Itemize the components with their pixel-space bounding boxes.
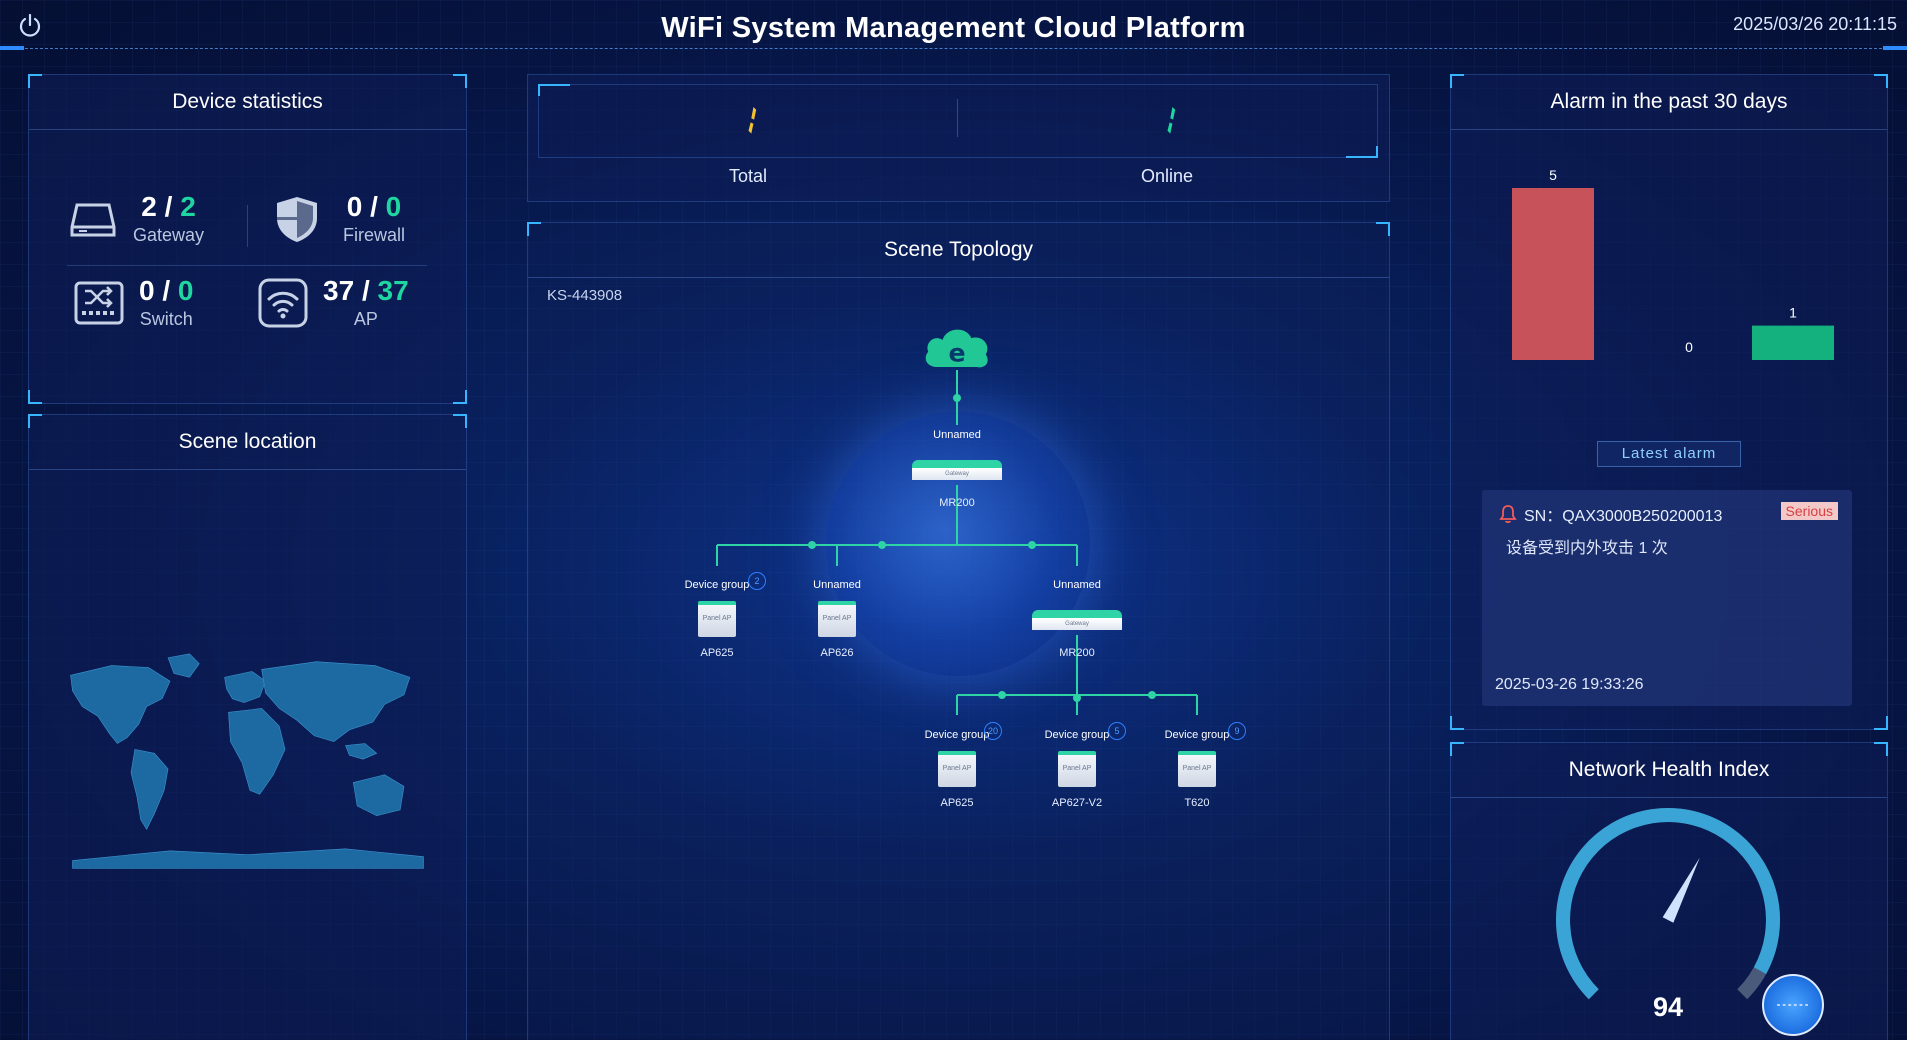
datetime: 2025/03/26 20:11:15 [1733,14,1897,34]
firewall-shield-icon [277,196,317,242]
gateway-main-model: MR200 [939,497,975,509]
node-l1-2-name: Unnamed [1053,579,1101,591]
header-accent-left [0,46,24,50]
node-l1-1-name: Unnamed [813,579,861,591]
latest-alarm-button[interactable]: Latest alarm [1597,441,1741,467]
gateway-icon [70,203,116,236]
node-l2-2-name: Device group [1164,729,1230,741]
alarm-bar-label-1: 0 [1685,339,1693,355]
alarm-bar-chart: 5 0 1 [1512,167,1834,360]
alarm-time: 2025-03-26 19:33:26 [1495,676,1644,693]
node-l2-1-model: AP627-V2 [1051,797,1103,809]
node-l2-2-model: T620 [1184,797,1210,809]
node-l1-0-model: AP625 [700,647,734,659]
gauge-fill [1556,808,1780,1000]
wifi-icon [258,278,308,327]
alarm-sn: SN：QAX3000B250200013 [1524,508,1723,525]
gauge-needle [1662,857,1700,923]
device-statistics-title: Device statistics [29,75,466,130]
node-l2-2-device[interactable]: Panel AP [1178,751,1216,787]
header-divider [0,48,1907,49]
alarm-bar-0[interactable] [1512,188,1594,360]
total-label: Total [728,166,768,186]
assistant-button[interactable] [1762,974,1824,1036]
cloud-icon[interactable]: e [921,322,993,376]
alarm-bar-label-2: 1 [1789,305,1797,321]
node-l2-0-device[interactable]: Panel AP [938,751,976,787]
scene-id: KS-443908 [547,287,623,304]
header-accent-right [1883,46,1907,50]
assistant-icon [1777,1004,1809,1006]
health-value: 94 [1652,992,1684,1022]
stat-gateway[interactable]: 2 / 2 Gateway [67,191,204,246]
node-l1-2-device[interactable]: Gateway [1032,610,1122,630]
health-gauge [1556,808,1780,1000]
severity-badge: Serious [1780,502,1838,520]
scene-topology-title: Scene Topology [528,223,1389,278]
node-l2-0-model: AP625 [940,797,974,809]
scene-location-panel: Scene location [28,414,467,1040]
node-l1-1-model: AP626 [820,647,854,659]
node-l1-0-badge: 2 [748,572,766,590]
stat-ap[interactable]: 37 / 37 AP [257,275,409,330]
node-l1-0-device[interactable]: Panel AP [698,601,736,637]
stat-firewall[interactable]: 0 / 0 Firewall [271,191,405,246]
switch-icon [74,281,124,324]
node-l2-2-badge: 9 [1228,722,1246,740]
stat-switch[interactable]: 0 / 0 Switch [73,275,194,330]
alarm-title: Alarm in the past 30 days [1451,75,1887,130]
counters-panel [527,74,1390,202]
network-health-title: Network Health Index [1451,743,1887,798]
scene-location-title: Scene location [29,415,466,470]
node-l2-1-name: Device group [1044,729,1110,741]
counters-box [538,84,1378,158]
world-map-icon[interactable] [53,645,443,885]
gateway-main-name: Unnamed [933,429,981,441]
latest-alarm-card[interactable]: SN：QAX3000B250200013 Serious 设备受到内外攻击 1 … [1482,490,1852,706]
node-l1-1-device[interactable]: Panel AP [818,601,856,637]
gateway-main-device[interactable]: Gateway [912,460,1002,480]
page-title: WiFi System Management Cloud Platform [661,12,1246,44]
node-l2-1-badge: 5 [1108,722,1126,740]
online-counter-digit [1167,107,1176,134]
header: WiFi System Management Cloud Platform 20… [0,0,1907,56]
svg-text:e: e [948,339,965,368]
power-icon[interactable] [16,12,44,40]
node-l1-0-name: Device group [684,579,750,591]
node-l2-0-name: Device group [924,729,990,741]
node-l2-0-badge: 20 [984,722,1002,740]
device-statistics-panel: Device statistics 2 / 2 Gateway 0 / 0 Fi… [28,74,467,404]
alarm-bar-label-0: 5 [1549,167,1557,183]
globe-graphic [826,412,1090,676]
bell-icon [1499,505,1517,524]
node-l2-1-device[interactable]: Panel AP [1058,751,1096,787]
online-label: Online [1140,166,1194,186]
node-l1-2-model: MR200 [1059,647,1095,659]
alarm-bar-2[interactable] [1752,325,1834,360]
alarm-message: 设备受到内外攻击 1 次 [1506,540,1668,557]
total-counter-digit [748,107,757,134]
